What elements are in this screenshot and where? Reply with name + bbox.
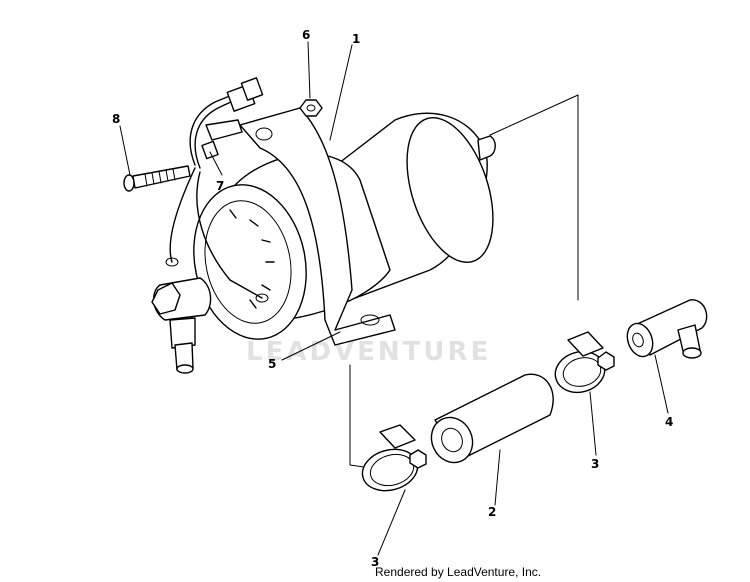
callout-2: 2 <box>488 505 496 519</box>
callout-1: 1 <box>352 32 360 46</box>
callout-8: 8 <box>112 112 120 126</box>
callout-labels: 1 2 3 3 4 5 6 7 8 <box>112 28 673 569</box>
elbow-fitting <box>626 299 708 359</box>
fuel-hose <box>430 373 554 464</box>
callout-7: 7 <box>216 179 224 193</box>
callout-5: 5 <box>268 357 276 371</box>
fuel-pump-body <box>151 107 496 374</box>
hose-clamp-right <box>554 331 615 394</box>
hose-clamp-left <box>361 424 427 492</box>
mounting-bolt <box>123 165 191 192</box>
watermark-text: LEADVENTURE <box>246 337 491 367</box>
callout-4: 4 <box>665 415 673 429</box>
mounting-nut <box>299 99 323 117</box>
callout-3-right: 3 <box>591 457 599 471</box>
callout-6: 6 <box>302 28 310 42</box>
callout-3-left: 3 <box>371 555 379 569</box>
leader-lines <box>119 41 669 556</box>
wire-harness <box>169 77 264 299</box>
render-credit: Rendered by LeadVenture, Inc. <box>375 565 542 579</box>
